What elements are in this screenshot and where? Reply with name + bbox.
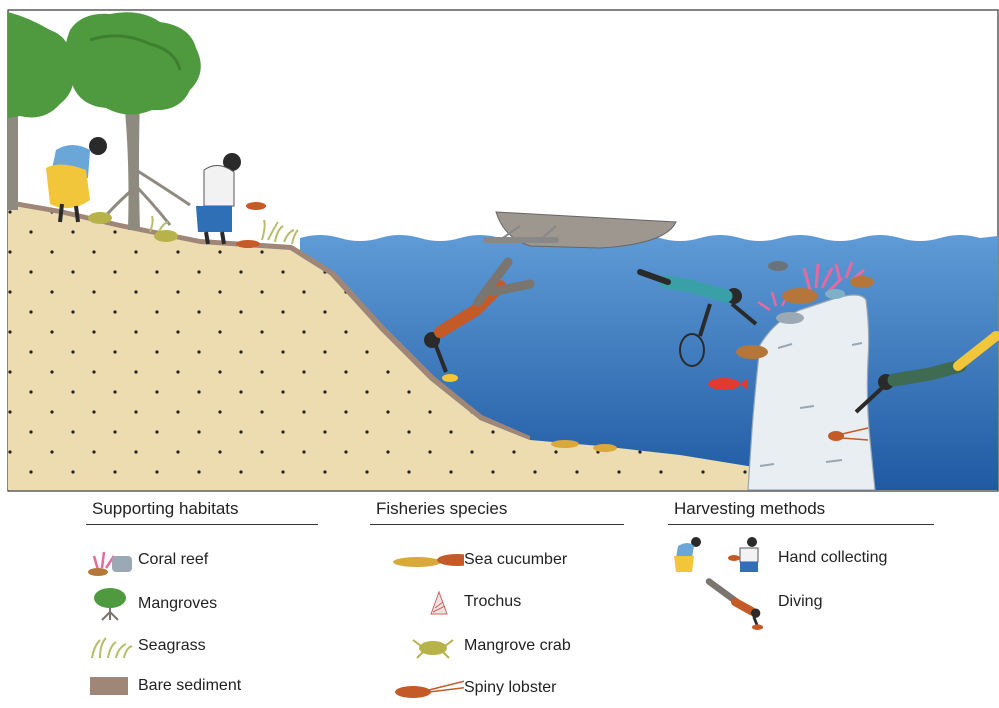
mangrove-tree-icon xyxy=(86,586,138,622)
legend-item-mangroves: Mangroves xyxy=(86,584,217,624)
legend-item-bare-sediment: Bare sediment xyxy=(86,666,241,706)
legend-item-spiny-lobster: Spiny lobster xyxy=(370,668,557,708)
coral-reef-icon xyxy=(86,542,138,578)
coastal-fisheries-scene xyxy=(0,0,999,492)
spiny-lobster-icon xyxy=(370,670,464,706)
mangrove-crab-icon xyxy=(370,628,464,664)
legend-label-diving: Diving xyxy=(778,593,822,611)
legend-item-hand-collecting: Hand collecting xyxy=(668,538,887,578)
legend-item-sea-cucumber: Sea cucumber xyxy=(370,540,567,580)
legend-title-harvesting-methods: Harvesting methods xyxy=(668,498,934,525)
legend-label-coral-reef: Coral reef xyxy=(138,551,208,569)
legend-label-seagrass: Seagrass xyxy=(138,637,206,655)
legend-title-fisheries-species: Fisheries species xyxy=(370,498,624,525)
legend-item-diving: Diving xyxy=(668,582,822,622)
legend-fisheries-species: Fisheries species Sea cucumber Trochus M… xyxy=(370,498,624,702)
sea-cucumber-shore xyxy=(236,240,260,248)
legend-harvesting-methods: Harvesting methods Hand collecting Divin… xyxy=(668,498,934,648)
legend-label-hand-collecting: Hand collecting xyxy=(778,549,887,567)
legend-item-trochus: Trochus xyxy=(370,582,521,622)
seagrass-icon xyxy=(86,628,138,664)
legend-label-spiny-lobster: Spiny lobster xyxy=(464,679,557,697)
legend-supporting-habitats: Supporting habitats Coral reef Mangroves… xyxy=(86,498,318,702)
legend-label-bare-sediment: Bare sediment xyxy=(138,677,241,695)
legend-item-mangrove-crab: Mangrove crab xyxy=(370,626,571,666)
bare-sediment-swatch xyxy=(86,668,138,704)
legend-label-sea-cucumber: Sea cucumber xyxy=(464,551,567,569)
legend-item-coral-reef: Coral reef xyxy=(86,540,208,580)
legend-label-mangroves: Mangroves xyxy=(138,595,217,613)
legend-label-trochus: Trochus xyxy=(464,593,521,611)
legend-label-mangrove-crab: Mangrove crab xyxy=(464,637,571,655)
trochus-shell-icon xyxy=(370,584,464,620)
legend-title-supporting-habitats: Supporting habitats xyxy=(86,498,318,525)
diver-icon xyxy=(668,574,778,630)
sea-cucumber-icon xyxy=(370,542,464,578)
legend-item-seagrass: Seagrass xyxy=(86,626,206,666)
